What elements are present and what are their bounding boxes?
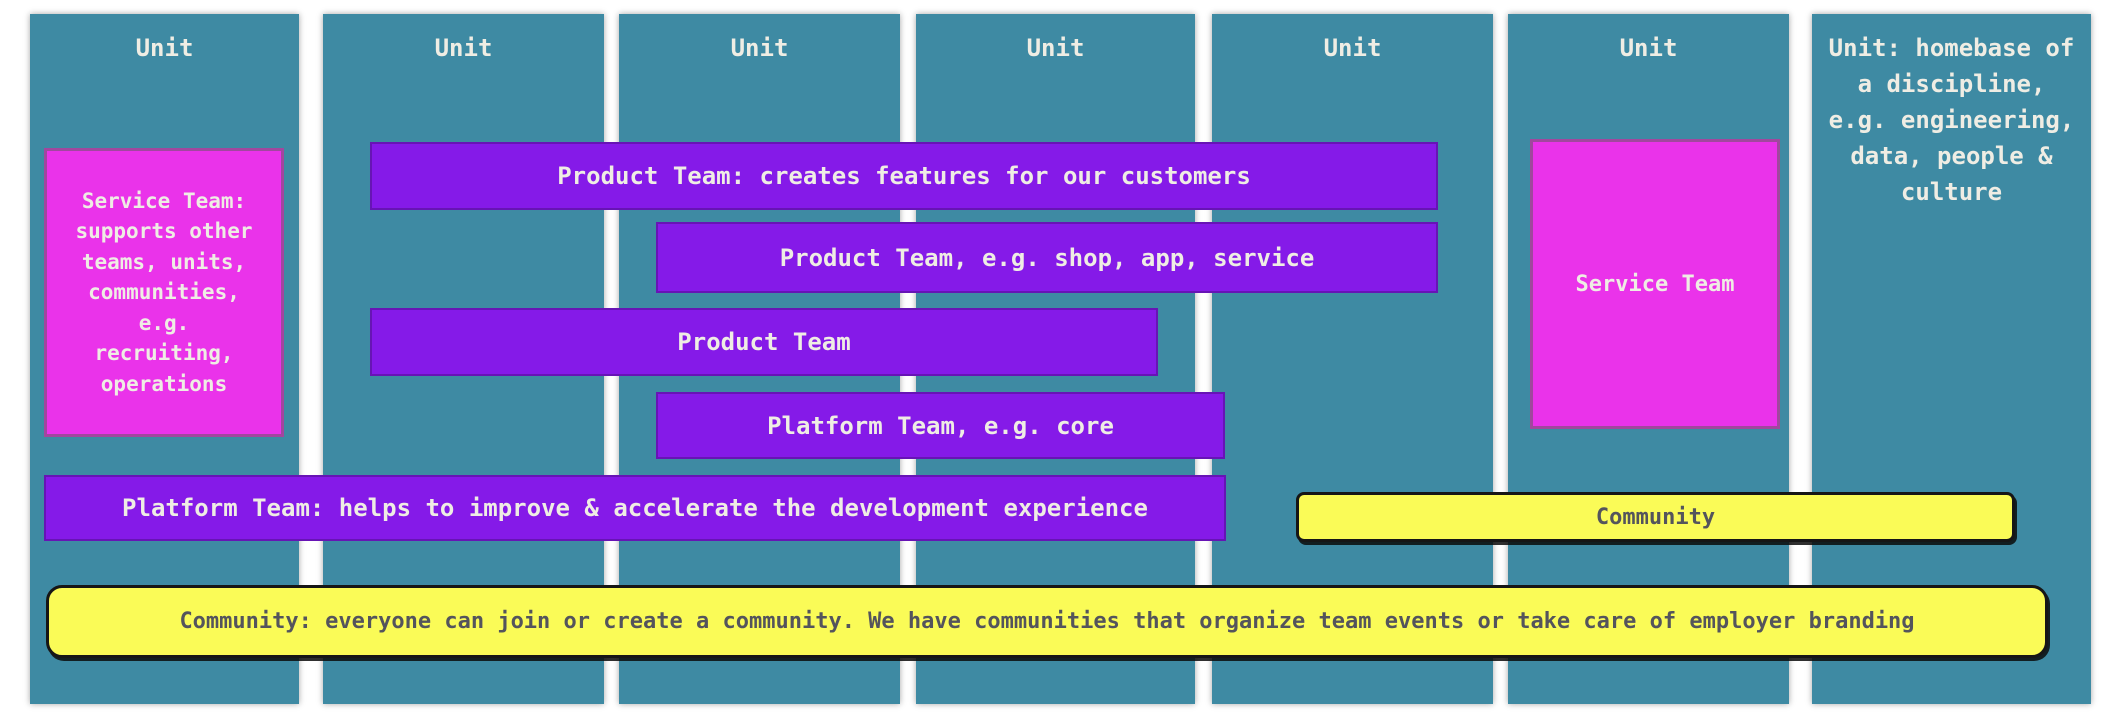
unit-label: Unit [1619,34,1678,62]
platform-team-detail-bar: Platform Team: helps to improve & accele… [44,475,1226,541]
unit-definition-label: Unit: homebase of a discipline, e.g. eng… [1828,34,2075,206]
product-team-detail-bar: Product Team: creates features for our c… [370,142,1438,210]
product-team-examples-bar: Product Team, e.g. shop, app, service [656,222,1438,293]
service-team-box: Service Team [1530,139,1780,429]
product-team-bar: Product Team [370,308,1158,376]
unit-label: Unit [135,34,194,62]
unit-label: Unit [730,34,789,62]
unit-label: Unit [1026,34,1085,62]
service-team-detail-box: Service Team: supports other teams, unit… [44,148,284,437]
unit-label: Unit [1323,34,1382,62]
unit-label: Unit [434,34,493,62]
community-detail-bar: Community: everyone can join or create a… [46,585,2048,658]
platform-team-examples-bar: Platform Team, e.g. core [656,392,1225,459]
community-bar: Community [1296,492,2015,542]
